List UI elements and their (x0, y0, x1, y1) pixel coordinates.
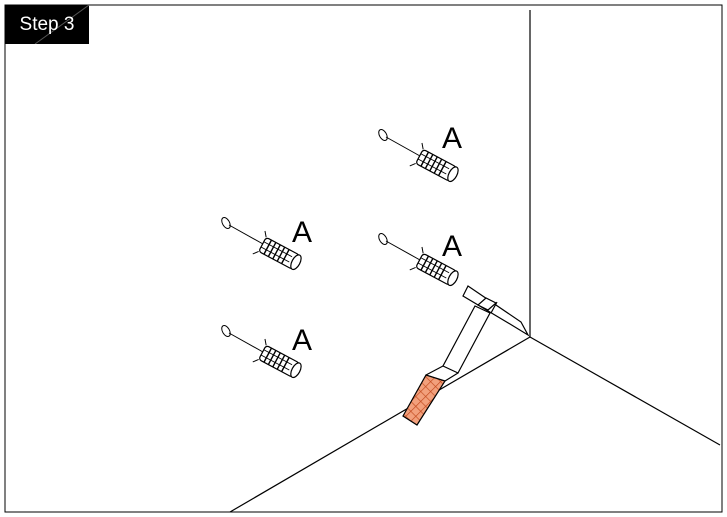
wall-plug-middle-left: A (219, 215, 312, 277)
anchor-label: A (292, 324, 312, 357)
wall-plug-bottom-left: A (219, 323, 312, 385)
image-frame (4, 4, 723, 513)
anchor-label: A (442, 122, 462, 155)
badge-slash-icon (34, 5, 89, 44)
wall-plug-middle-right: A (376, 230, 464, 293)
room-corner (229, 10, 721, 513)
step-badge: Step 3 (5, 5, 89, 44)
hammer-icon (402, 285, 530, 426)
wall-plug-top-right: A (376, 122, 464, 189)
anchor-label: A (442, 230, 462, 263)
step-label: Step 3 (19, 14, 75, 35)
anchor-label: A (292, 216, 312, 249)
